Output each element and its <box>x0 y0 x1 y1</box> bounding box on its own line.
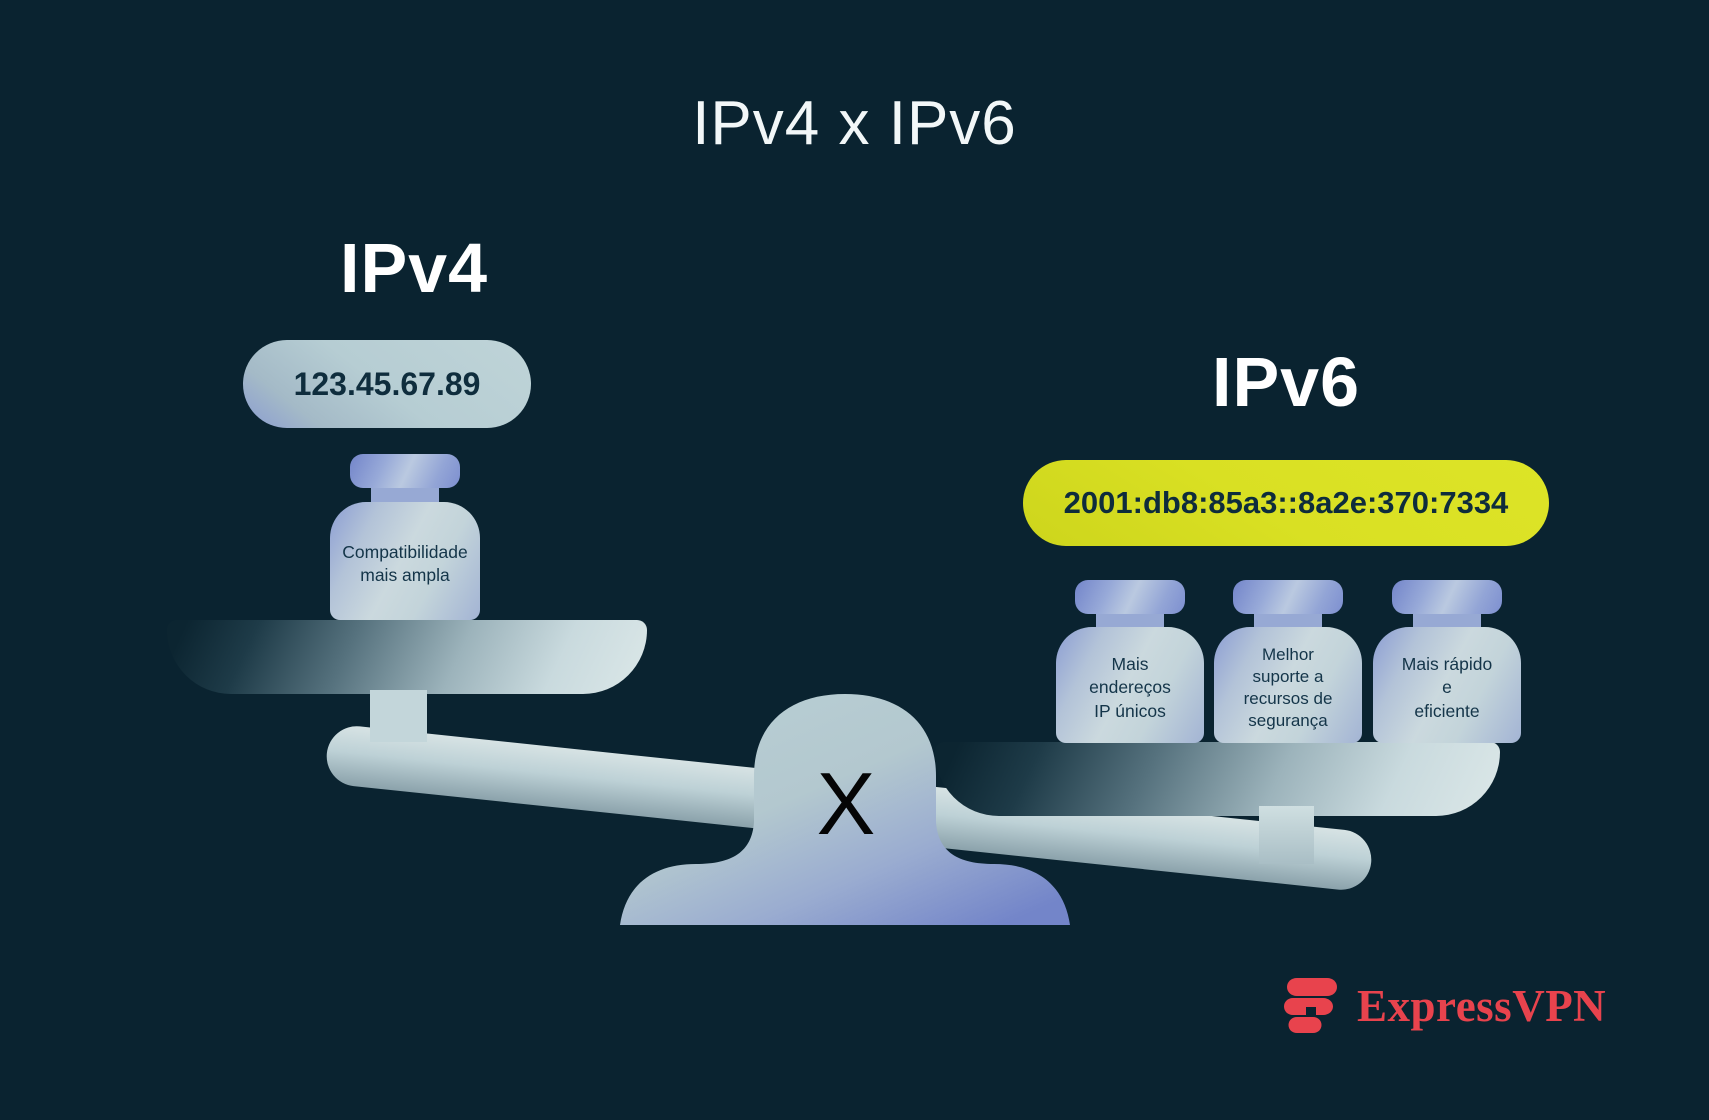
jar-cap <box>1075 580 1185 614</box>
ipv6-weight-label-3: Mais rápido e eficiente <box>1401 654 1493 721</box>
fulcrum-shape <box>620 694 1070 925</box>
ipv6-weight-jar-1: Mais endereços IP únicos <box>1056 580 1204 743</box>
brand-wordmark: ExpressVPN <box>1357 981 1607 1031</box>
ipv4-heading: IPv4 <box>340 229 488 307</box>
jar-body: Mais rápido e eficiente <box>1373 627 1521 743</box>
scale-right-stem <box>1259 806 1314 864</box>
jar-body: Compatibilidade mais ampla <box>330 502 480 620</box>
jar-cap <box>1233 580 1343 614</box>
ipv4-address-pill: 123.45.67.89 <box>243 340 531 428</box>
ipv6-weight-label-1: Mais endereços IP únicos <box>1089 654 1171 721</box>
ipv4-address: 123.45.67.89 <box>293 365 481 402</box>
jar-neck <box>371 488 439 502</box>
scale-left-pan <box>167 620 647 694</box>
jar-body: Melhor suporte a recursos de segurança <box>1214 627 1362 743</box>
scale-left-stem <box>370 690 427 742</box>
ipv4-weight-jar: Compatibilidade mais ampla <box>330 454 480 620</box>
ipv6-address: 2001:db8:85a3::8a2e:370:7334 <box>1063 485 1509 520</box>
jar-body: Mais endereços IP únicos <box>1056 627 1204 743</box>
ipv6-weight-jar-3: Mais rápido e eficiente <box>1373 580 1521 743</box>
page-title: IPv4 x IPv6 <box>692 89 1017 158</box>
ipv6-address-pill: 2001:db8:85a3::8a2e:370:7334 <box>1023 460 1549 546</box>
scale-right-pan <box>935 742 1500 816</box>
scale-fulcrum <box>620 694 1070 925</box>
fulcrum-x-label: X <box>816 754 876 853</box>
jar-cap <box>350 454 460 488</box>
jar-neck <box>1254 614 1322 627</box>
brand-lockup: ExpressVPN <box>1283 975 1606 1037</box>
jar-neck <box>1096 614 1164 627</box>
jar-neck <box>1413 614 1481 627</box>
ipv6-weight-label-2: Melhor suporte a recursos de segurança <box>1243 644 1333 731</box>
expressvpn-logo-icon <box>1284 978 1337 1033</box>
ipv4-weight-label: Compatibilidade mais ampla <box>342 541 468 585</box>
ipv6-weight-jar-2: Melhor suporte a recursos de segurança <box>1214 580 1362 743</box>
ipv6-heading: IPv6 <box>1212 343 1360 421</box>
jar-cap <box>1392 580 1502 614</box>
